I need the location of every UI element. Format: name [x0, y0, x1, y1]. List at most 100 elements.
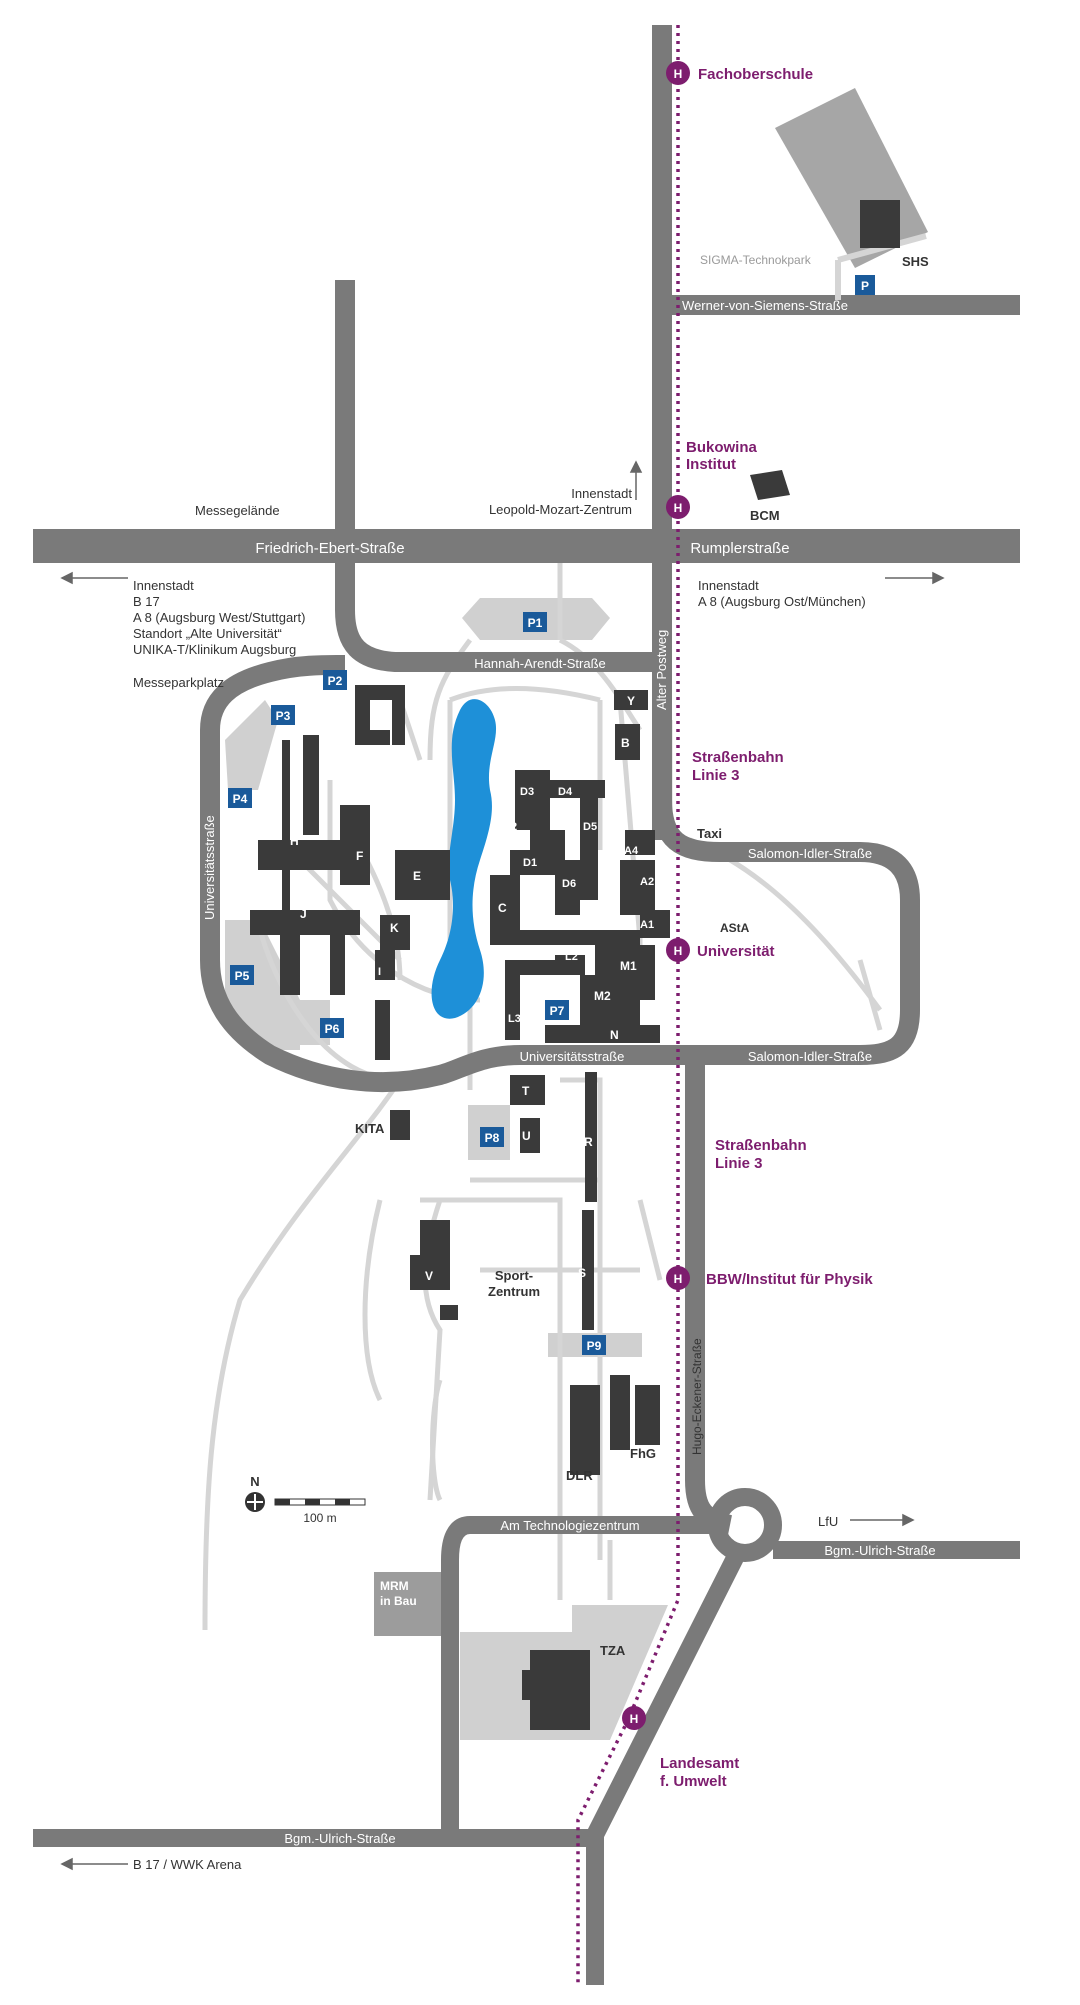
building-dlr: [570, 1385, 600, 1475]
parking-p7-label: P7: [550, 1004, 565, 1018]
text-line: Innenstadt: [698, 578, 759, 593]
parking-sign-p: [855, 275, 875, 295]
arrow-east-icon: [932, 571, 945, 585]
parking-sign-p9: [582, 1335, 606, 1355]
fhg-label: FhG: [630, 1446, 656, 1461]
text-line: Straßenbahn: [692, 749, 784, 766]
roads: [33, 25, 1020, 1985]
kita-label: KITA: [355, 1121, 385, 1136]
stop-landesamt: H: [622, 1706, 646, 1730]
building-k: [380, 915, 410, 950]
label-n: N: [610, 1028, 619, 1042]
road-label-salomon-top: Salomon-Idler-Straße: [748, 846, 872, 861]
label-m1: M1: [620, 959, 637, 973]
campus-ring-road: [200, 654, 920, 1092]
road-label-alter-postweg: Alter Postweg: [654, 630, 669, 710]
text-line: Innenstadt: [133, 578, 194, 593]
building-v2: [440, 1305, 458, 1320]
label-r: R: [584, 1135, 593, 1149]
building-fhg: [635, 1385, 660, 1445]
label-d6: D6: [562, 878, 576, 890]
hannah-arendt-road: [335, 280, 662, 672]
parking-p3-label: P3: [276, 709, 291, 723]
north-scale: N 100 m: [245, 1474, 366, 1525]
lake: [431, 699, 497, 1019]
ihk-label: IHK: [702, 966, 721, 978]
taxi-label: Taxi: [697, 826, 722, 841]
stop-universitaet: H Universität: [666, 938, 775, 962]
parking-p9-label: P9: [587, 1339, 602, 1353]
stop-name-universitaet: Universität: [697, 943, 775, 960]
road-labels: Werner-von-Siemens-Straße Friedrich-Eber…: [202, 298, 936, 1846]
tram-stops: H Fachoberschule H H Universität H BBW/I…: [622, 61, 873, 1730]
label-c: C: [498, 901, 507, 915]
parking-p1-label: P1: [528, 616, 543, 630]
road-label-universitaet-left: Universitätsstraße: [202, 815, 217, 920]
parking-p5-label: P5: [235, 969, 250, 983]
text-line: MRM: [380, 1579, 409, 1593]
building-tza: [522, 1650, 590, 1730]
building-i: [375, 1000, 390, 1060]
building-i-top: [375, 950, 395, 980]
building-mid: [610, 1375, 630, 1450]
stop-marker-letter: H: [630, 1712, 639, 1726]
building-a2: [620, 860, 655, 915]
road-label-bgm-bottom: Bgm.-Ulrich-Straße: [284, 1831, 395, 1846]
parking-sign-p5: [230, 965, 254, 985]
label-d3: D3: [520, 786, 534, 798]
text-line: Innenstadt: [571, 486, 632, 501]
stop-marker: [666, 495, 690, 519]
parking-p-label: P: [861, 279, 869, 293]
tza-label: TZA: [600, 1643, 626, 1658]
road-label-technologie: Am Technologiezentrum: [500, 1518, 639, 1533]
arrow-lfu-icon: [902, 1513, 915, 1527]
label-l2: L2: [565, 951, 578, 963]
place-labels: SIGMA-Technokpark SHS BCM Messegelände M…: [133, 253, 929, 1872]
text-line: Standort „Alte Universität“: [133, 626, 282, 641]
parking-signs: P P1 P2 P3 P4 P5 P6 P7 P8 P9: [228, 275, 875, 1355]
arrow-north-icon: [629, 460, 643, 473]
road-label-salomon-bottom: Salomon-Idler-Straße: [748, 1049, 872, 1064]
label-y: Y: [627, 694, 635, 708]
building-h: [258, 840, 345, 870]
building-a4: [625, 830, 655, 855]
text-line: Linie 3: [715, 1155, 763, 1172]
scale-seg-2: [305, 1499, 320, 1505]
building-f: [340, 805, 370, 885]
text-line: Institut: [686, 456, 736, 473]
p5-area: [225, 920, 300, 1050]
text-line: UNIKA-T/Klinikum Augsburg: [133, 642, 296, 657]
messegelaende-label: Messegelände: [195, 503, 280, 518]
building-b: [615, 724, 640, 760]
road-label-universitaet-bottom: Universitätsstraße: [520, 1049, 625, 1064]
compass-cross-icon: [247, 1494, 263, 1510]
label-d1: D1: [523, 857, 537, 869]
stop-marker-letter: H: [674, 67, 683, 81]
stop-name-fachoberschule: Fachoberschule: [698, 66, 813, 83]
building-g: [355, 685, 405, 745]
building-m2: [580, 975, 640, 1030]
building-l: [505, 960, 560, 1040]
building-labels: G Y B D3 D4 D2 D5 D1 D6 A4 A2 A3 A1 C H …: [290, 694, 654, 1283]
building-d6: [555, 860, 580, 915]
tram-line: [576, 25, 680, 1985]
road-label-werner: Werner-von-Siemens-Straße: [682, 298, 848, 313]
building-j2: [330, 930, 345, 995]
text-line: Bukowina: [686, 439, 757, 456]
stop-marker: [622, 1706, 646, 1730]
lfu-label: LfU: [818, 1514, 838, 1529]
building-t: [510, 1075, 545, 1105]
label-v: V: [425, 1269, 433, 1283]
stop-marker-letter: H: [674, 944, 683, 958]
building-u: [520, 1118, 540, 1153]
sigma-label: SIGMA-Technokpark: [700, 253, 812, 267]
stop-marker-letter: H: [674, 501, 683, 515]
text-line: Zentrum: [488, 1284, 540, 1299]
building-n: [545, 1025, 660, 1043]
